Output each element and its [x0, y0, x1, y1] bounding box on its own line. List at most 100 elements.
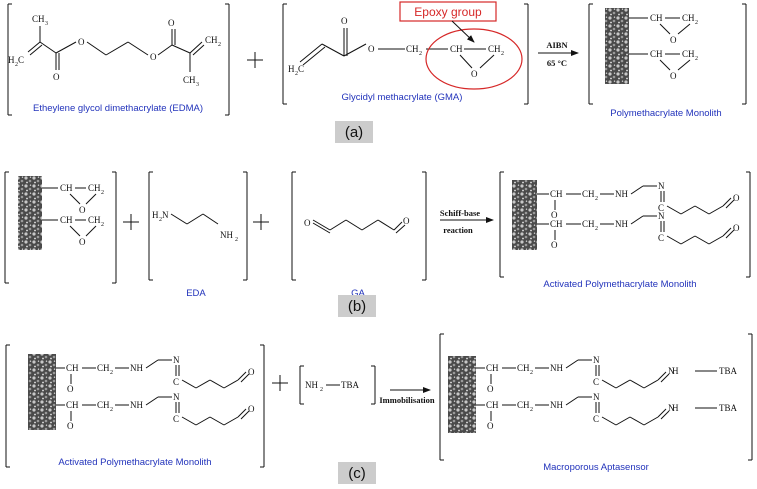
schiff-base-label-1: Schiff-base — [440, 208, 480, 218]
svg-text:N: N — [658, 211, 665, 221]
svg-text:O: O — [487, 384, 494, 394]
svg-text:O: O — [733, 193, 740, 203]
monolith-image-b — [18, 176, 42, 250]
temperature-label: 65 °C — [547, 58, 567, 68]
svg-text:H: H — [672, 366, 679, 376]
svg-text:NH: NH — [615, 189, 628, 199]
svg-text:CH: CH — [550, 189, 563, 199]
svg-text:O: O — [368, 44, 375, 54]
svg-text:N: N — [593, 355, 600, 365]
svg-text:O: O — [551, 210, 558, 220]
svg-text:2: 2 — [695, 20, 698, 26]
svg-text:3: 3 — [196, 82, 199, 88]
svg-text:2: 2 — [110, 407, 113, 413]
tba-label-top: TBA — [719, 366, 738, 376]
monolith-image-c1 — [28, 354, 56, 430]
svg-text:C: C — [173, 377, 179, 387]
svg-text:CH: CH — [205, 35, 218, 45]
svg-text:C: C — [658, 233, 664, 243]
svg-text:2: 2 — [15, 62, 18, 68]
svg-text:NH: NH — [305, 380, 318, 390]
svg-text:CH: CH — [486, 400, 499, 410]
svg-text:O: O — [79, 237, 86, 247]
panel-b-label-box — [338, 295, 376, 317]
svg-text:NH: NH — [550, 400, 563, 410]
svg-text:O: O — [733, 223, 740, 233]
gma-caption: Glycidyl methacrylate (GMA) — [342, 92, 463, 103]
edma-caption: Etheylene glycol dimethacrylate (EDMA) — [33, 103, 203, 114]
svg-text:2: 2 — [101, 222, 104, 228]
svg-text:CH: CH — [66, 363, 79, 373]
product-b-caption: Activated Polymethacrylate Monolith — [543, 279, 696, 290]
monolith-image-c2 — [448, 356, 476, 433]
svg-text:O: O — [551, 240, 558, 250]
svg-text:2: 2 — [695, 56, 698, 62]
panel-a-label: (a) — [345, 124, 363, 141]
svg-text:2: 2 — [101, 190, 104, 196]
svg-text:O: O — [403, 216, 410, 226]
initiator-label: AIBN — [546, 40, 568, 50]
svg-text:O: O — [79, 205, 86, 215]
plus-icon-b2 — [253, 214, 269, 230]
svg-text:N: N — [658, 181, 665, 191]
svg-text:CH: CH — [582, 189, 595, 199]
svg-text:O: O — [304, 218, 311, 228]
svg-text:2: 2 — [595, 226, 598, 232]
schiff-base-label-2: reaction — [443, 225, 473, 235]
panel-c-label-box — [338, 462, 376, 484]
epoxy-group-box — [399, 1, 497, 22]
svg-text:N: N — [668, 366, 675, 376]
svg-text:O: O — [471, 69, 478, 79]
svg-text:C: C — [18, 55, 24, 65]
svg-text:CH: CH — [550, 219, 563, 229]
svg-text:NH: NH — [220, 230, 233, 240]
tba-label-reactant: TBA — [341, 380, 360, 390]
svg-text:CH: CH — [488, 44, 501, 54]
svg-text:C: C — [173, 414, 179, 424]
svg-text:C: C — [593, 414, 599, 424]
svg-text:H: H — [672, 403, 679, 413]
svg-text:CH: CH — [517, 400, 530, 410]
svg-text:CH: CH — [97, 400, 110, 410]
plus-icon-b1 — [123, 214, 139, 230]
svg-text:H: H — [8, 55, 15, 65]
svg-text:2: 2 — [295, 71, 298, 77]
svg-text:CH: CH — [650, 13, 663, 23]
svg-text:CH: CH — [60, 215, 73, 225]
plus-icon-a — [247, 52, 263, 68]
svg-text:NH: NH — [615, 219, 628, 229]
ga-caption: GA — [351, 288, 365, 299]
svg-text:N: N — [173, 392, 180, 402]
svg-text:O: O — [670, 71, 677, 81]
tba-label-bottom: TBA — [719, 403, 738, 413]
svg-text:CH: CH — [517, 363, 530, 373]
svg-text:O: O — [341, 16, 348, 26]
svg-text:2: 2 — [419, 51, 422, 57]
svg-text:2: 2 — [235, 237, 238, 243]
svg-text:O: O — [67, 421, 74, 431]
panel-a-label-box — [335, 121, 373, 143]
svg-text:C: C — [658, 203, 664, 213]
svg-text:2: 2 — [110, 370, 113, 376]
epoxy-group-label: Epoxy group — [414, 5, 482, 19]
svg-text:CH: CH — [406, 44, 419, 54]
svg-text:2: 2 — [595, 196, 598, 202]
reactant-c-caption: Activated Polymethacrylate Monolith — [58, 457, 211, 468]
svg-text:H: H — [288, 64, 295, 74]
epoxy-highlight — [425, 28, 523, 90]
svg-text:NH: NH — [130, 400, 143, 410]
svg-text:CH: CH — [66, 400, 79, 410]
svg-text:N: N — [593, 392, 600, 402]
svg-text:CH: CH — [650, 49, 663, 59]
plus-icon-c — [272, 375, 288, 391]
immobilisation-label: Immobilisation — [379, 395, 435, 405]
svg-text:CH: CH — [582, 219, 595, 229]
